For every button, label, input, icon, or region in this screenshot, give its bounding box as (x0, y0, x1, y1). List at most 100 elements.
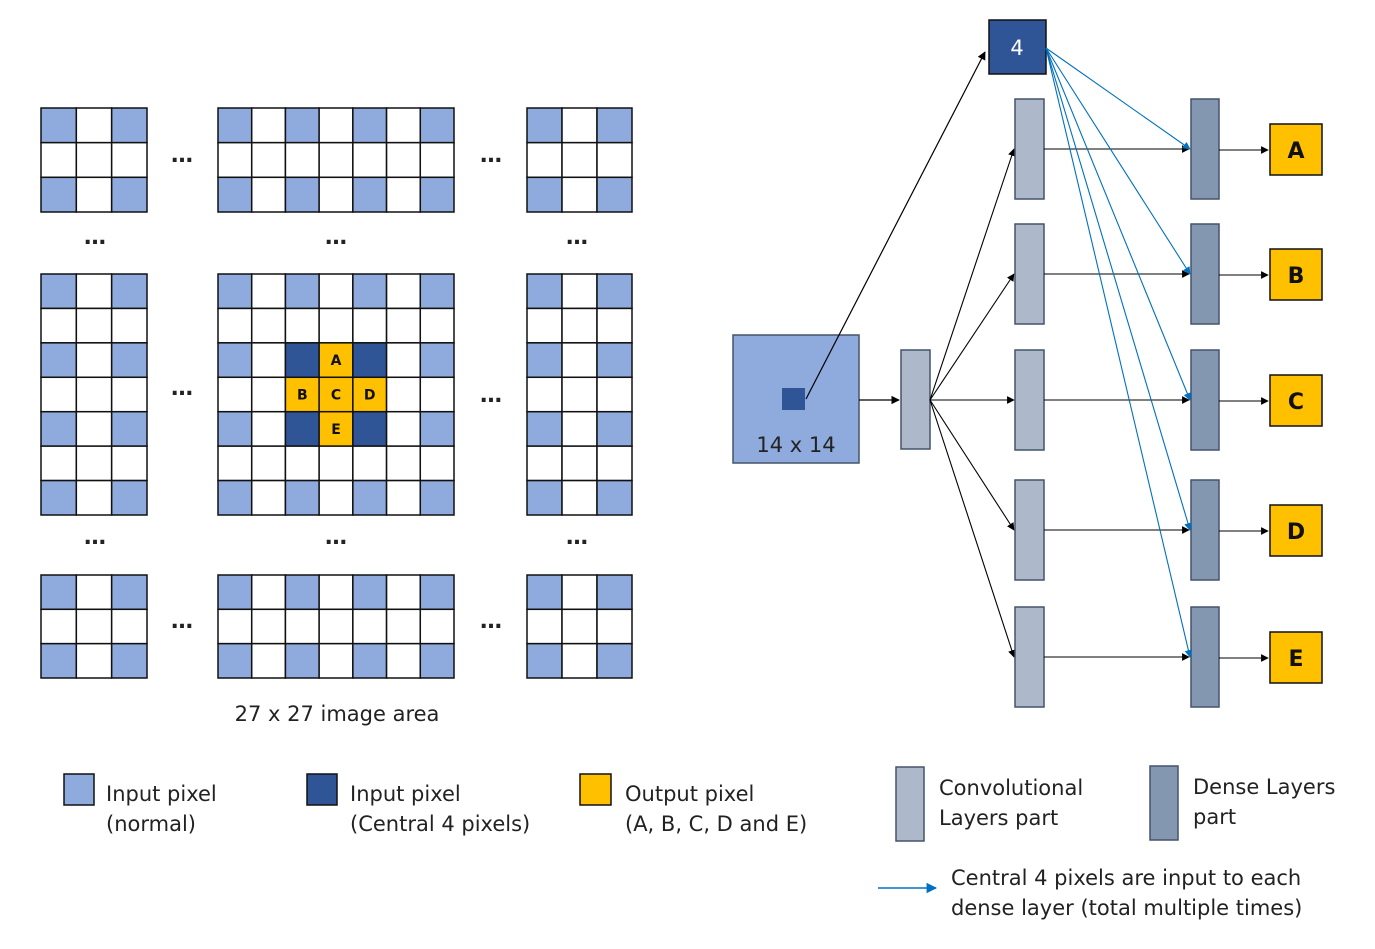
grid-cell (419, 642, 455, 679)
grid-cell (40, 479, 78, 516)
grid-cell (385, 479, 422, 516)
grid-cell (385, 608, 422, 645)
grid-cell (419, 176, 455, 213)
input-size-label: 14 x 14 (756, 433, 835, 457)
grid-cell (40, 273, 78, 310)
vertical-ellipsis: … (325, 225, 347, 250)
grid-cell (561, 342, 598, 379)
horizontal-ellipsis: … (480, 609, 502, 634)
output-label-e: E (1288, 647, 1303, 672)
grid-cell (250, 479, 287, 516)
grid-block-0-0 (40, 107, 148, 213)
grid-cell (318, 273, 354, 310)
conv-branch-arrow (929, 273, 1015, 401)
grid-cell (561, 107, 598, 144)
dense-layer-a (1190, 98, 1220, 200)
grid-cell (110, 107, 148, 144)
grid-cell (385, 574, 422, 611)
vertical-ellipsis: … (325, 525, 347, 550)
grid-cell (217, 445, 253, 482)
grid-cell (526, 273, 563, 310)
output-box-d (1269, 504, 1323, 557)
grid-cell (75, 273, 113, 310)
grid-cell (110, 642, 148, 679)
grid-cell (419, 410, 455, 447)
grid-cell (40, 176, 78, 213)
grid-cell (284, 445, 320, 482)
shared-conv-layer (900, 349, 931, 450)
grid-cell (596, 445, 633, 482)
grid-cell (250, 307, 287, 344)
horizontal-ellipsis: … (480, 383, 502, 408)
grid-cell (596, 410, 633, 447)
grid-cell (75, 141, 113, 179)
grid-cell (40, 342, 78, 379)
grid-block-2-1 (217, 574, 455, 679)
grid-cell (419, 107, 455, 144)
grid-cell (110, 410, 148, 447)
grid-cell (250, 141, 287, 179)
legend-input-central-swatch (306, 773, 338, 806)
grid-cell (596, 376, 633, 413)
output-cell-label-a: A (331, 353, 342, 369)
grid-cell (352, 273, 388, 310)
legend-conv-swatch (895, 766, 925, 842)
grid-cell (526, 141, 563, 179)
conv-layer-d (1014, 479, 1045, 581)
legend-input-normal-line1: Input pixel (106, 782, 217, 806)
grid-cell (217, 273, 253, 310)
grid-cell (318, 608, 354, 645)
grid-cell (217, 342, 253, 379)
output-cell-label-b: B (297, 388, 308, 404)
grid-cell (217, 608, 253, 645)
grid-cell (318, 479, 354, 516)
grid-cell (385, 376, 422, 413)
grid-cell (352, 307, 388, 344)
central-to-node-arrow (805, 51, 986, 400)
grid-cell (318, 445, 354, 482)
grid-cell (385, 307, 422, 344)
horizontal-ellipsis: … (480, 143, 502, 168)
output-box-e (1269, 631, 1323, 684)
output-label-b: B (1288, 264, 1305, 289)
grid-cell (419, 376, 455, 413)
grid-cell (250, 376, 287, 413)
grid-cell (561, 574, 598, 611)
central-to-dense-blue-arrow (1045, 47, 1192, 531)
grid-cell (217, 410, 253, 447)
grid-cell (284, 574, 320, 611)
legend-dense-line1: Dense Layers (1193, 775, 1335, 799)
grid-cell (217, 107, 253, 144)
legend-conv-line1: Convolutional (939, 776, 1083, 800)
grid-cell (419, 273, 455, 310)
grid-cell (318, 176, 354, 213)
grid-cell (250, 273, 287, 310)
grid-cell (318, 574, 354, 611)
output-cell-label-d: D (364, 388, 376, 404)
grid-cell (561, 642, 598, 679)
grid-cell (596, 141, 633, 179)
central-to-dense-blue-arrow (1045, 47, 1191, 150)
grid-cell (318, 642, 354, 679)
grid-cell (110, 307, 148, 344)
grid-cell (385, 642, 422, 679)
grid-cell (561, 273, 598, 310)
vertical-ellipsis: … (84, 225, 106, 250)
grid-cell (75, 107, 113, 144)
horizontal-ellipsis: … (171, 143, 193, 168)
grid-cell (596, 608, 633, 645)
grid-cell (217, 574, 253, 611)
grid-cell (110, 342, 148, 379)
grid-cell (110, 479, 148, 516)
output-label-d: D (1287, 520, 1305, 545)
grid-cell (110, 608, 148, 645)
grid-cell (596, 107, 633, 144)
grid-cell (352, 342, 388, 379)
grid-cell (75, 642, 113, 679)
grid-cell (561, 376, 598, 413)
grid-cell (526, 608, 563, 645)
legend-blue-arrow-line2: dense layer (total multiple times) (951, 896, 1302, 920)
legend-conv-line2: Layers part (939, 806, 1058, 830)
